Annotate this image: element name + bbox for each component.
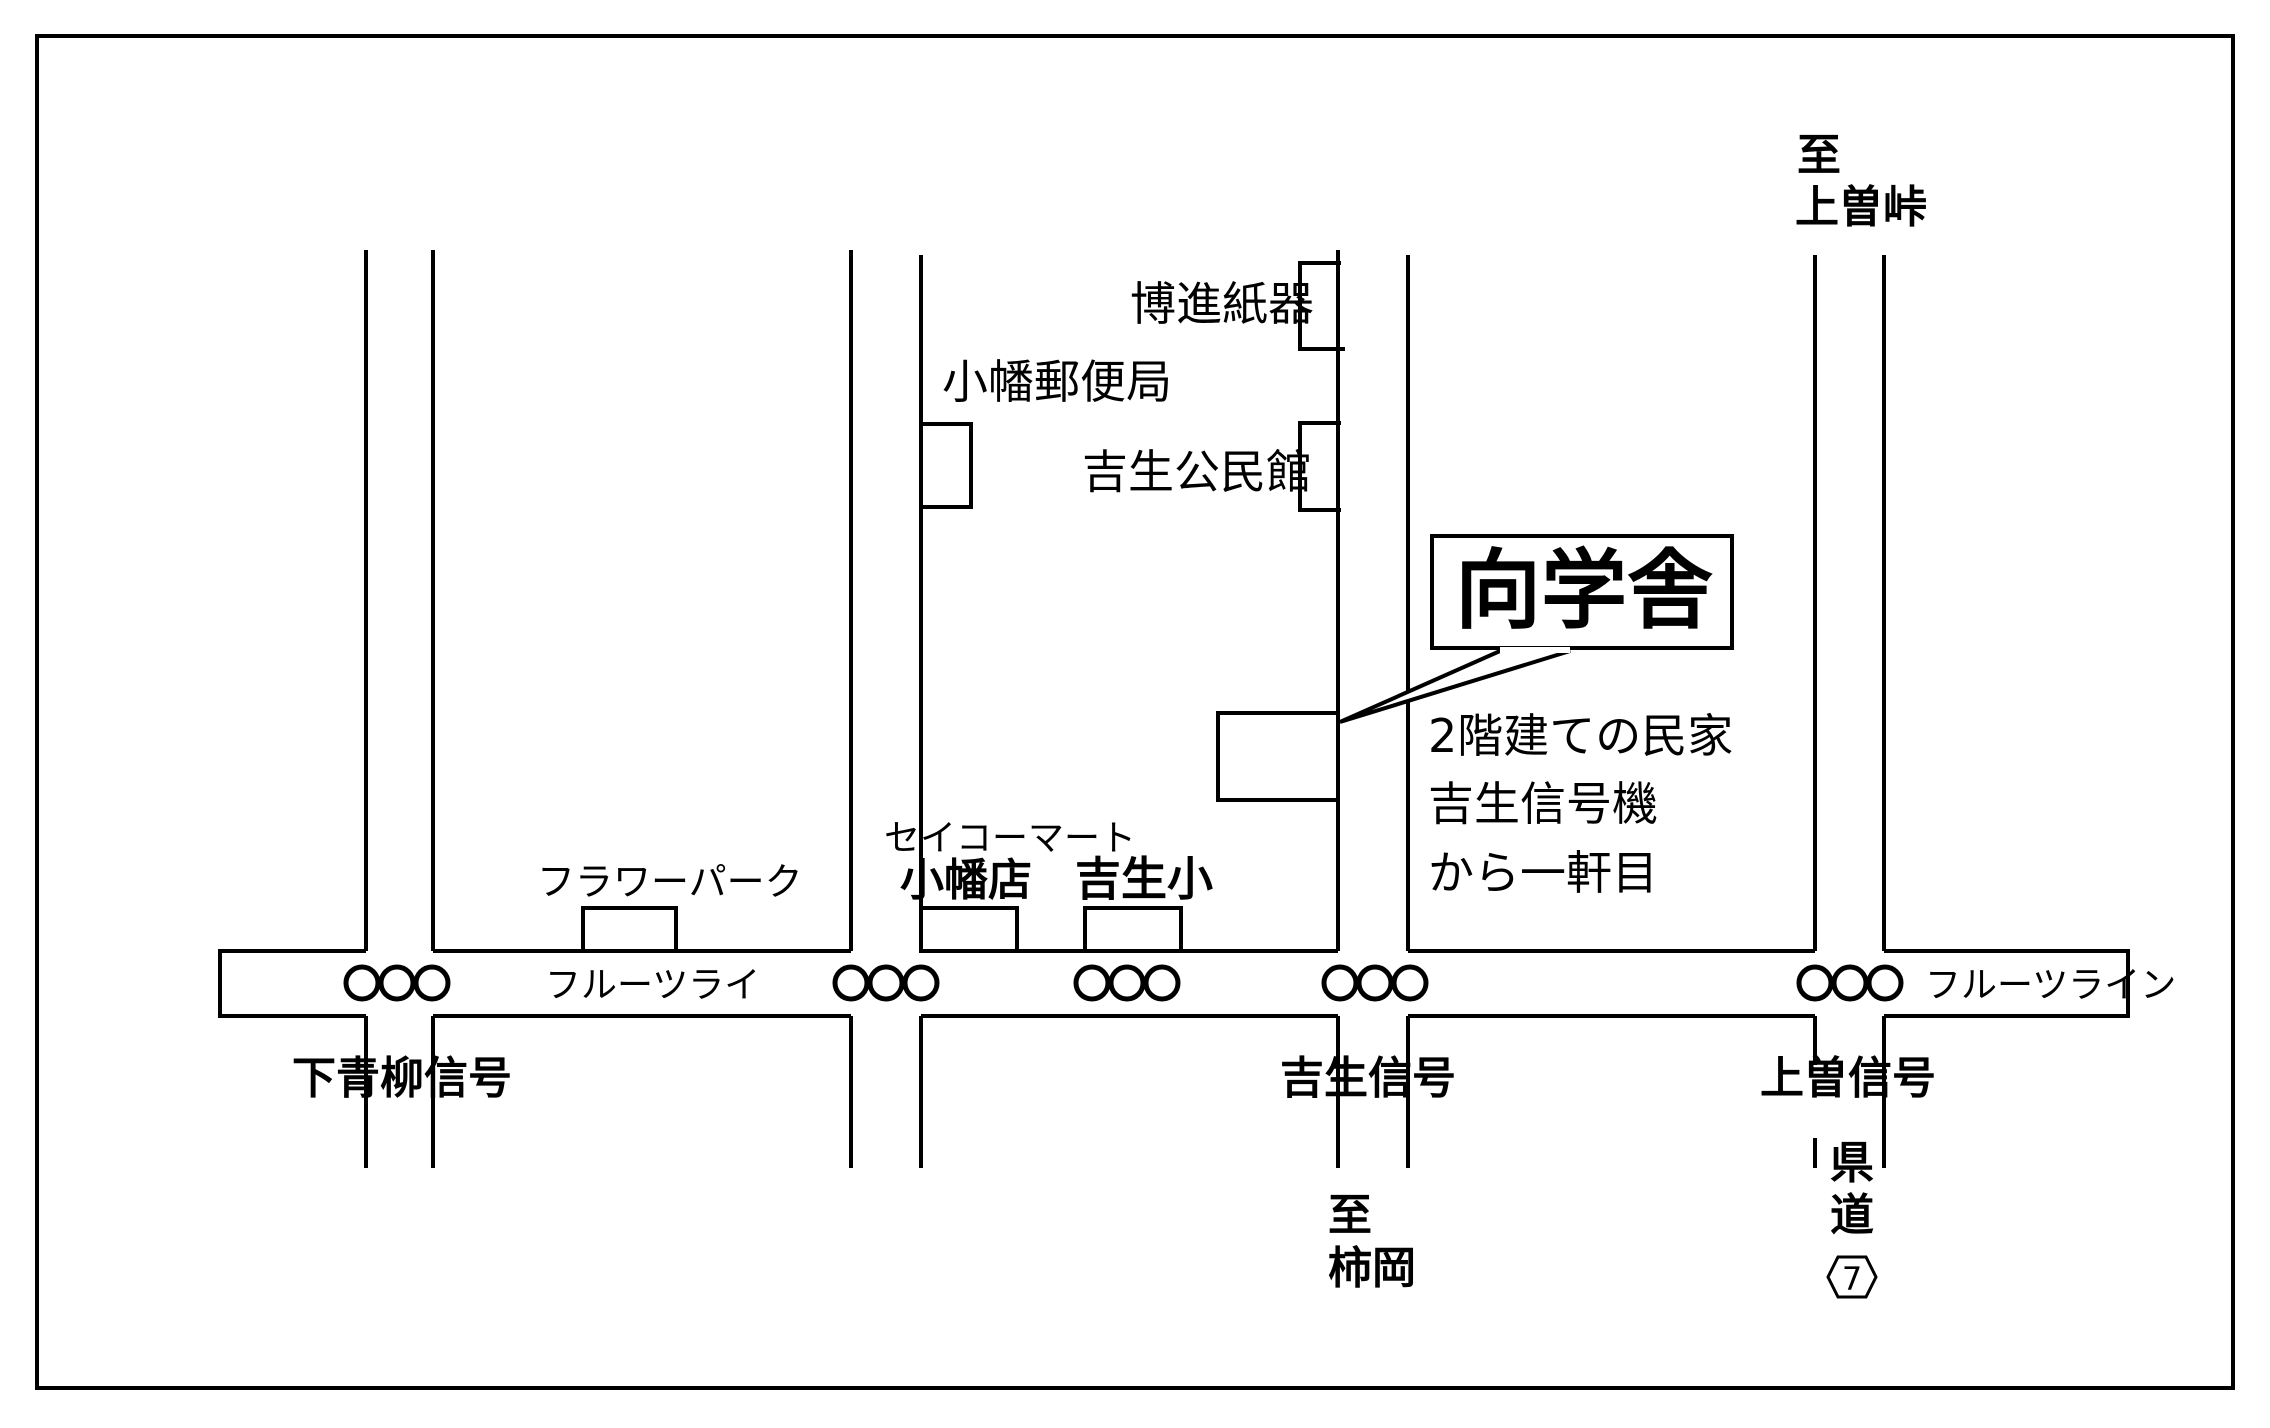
label-flower-park: フラワーパーク bbox=[537, 860, 803, 904]
vertical-roads bbox=[364, 250, 1886, 1168]
label-seicomart-2: 小幡店 bbox=[900, 855, 1032, 906]
label-route-2: 道 bbox=[1830, 1190, 1874, 1241]
label-seicomart-1: セイコーマート bbox=[884, 818, 1136, 859]
destination-house bbox=[1216, 711, 1340, 802]
route-number: 7 bbox=[1842, 1260, 1862, 1298]
signal-kamiso bbox=[1796, 964, 1904, 1002]
flower-park-building bbox=[581, 906, 678, 953]
map-frame bbox=[35, 34, 2235, 1390]
description-line-3: から一軒目 bbox=[1428, 846, 1658, 900]
title-box bbox=[1430, 534, 1734, 650]
label-road-right: フルーツライン bbox=[1925, 965, 2176, 1006]
school-building bbox=[1083, 906, 1183, 953]
label-south-place: 柿岡 bbox=[1328, 1243, 1416, 1294]
label-community-hall: 吉生公民館 bbox=[1082, 445, 1312, 499]
label-south-to: 至 bbox=[1328, 1190, 1372, 1241]
description-line-2: 吉生信号機 bbox=[1428, 777, 1658, 831]
buildings bbox=[581, 261, 1345, 953]
signal-yoshiu bbox=[1321, 964, 1429, 1002]
label-signal-shimoaoyagi: 下青柳信号 bbox=[292, 1053, 512, 1104]
community-hall-building bbox=[1298, 421, 1341, 512]
label-road-left: フルーツライ bbox=[545, 965, 760, 1006]
label-school: 吉生小 bbox=[1075, 852, 1213, 906]
post-office-building bbox=[919, 422, 973, 509]
signal-shimoaoyagi bbox=[343, 964, 451, 1002]
signal-school bbox=[1073, 964, 1181, 1002]
destination-callout bbox=[1339, 534, 1734, 724]
traffic-signals bbox=[343, 964, 1904, 1002]
signal-seicomart bbox=[832, 964, 940, 1002]
seicomart-building bbox=[919, 906, 1019, 953]
hakushin-building bbox=[1298, 261, 1345, 351]
label-signal-yoshiu: 吉生信号 bbox=[1280, 1053, 1456, 1104]
label-hakushin: 博進紙器 bbox=[1130, 277, 1314, 331]
label-post-office: 小幡郵便局 bbox=[942, 355, 1172, 409]
label-north-to: 至 bbox=[1797, 130, 1841, 181]
label-route-1: 県 bbox=[1830, 1138, 1874, 1189]
description-line-1: 2階建ての民家 bbox=[1428, 709, 1733, 763]
route-shield-icon bbox=[1826, 1255, 1878, 1299]
label-north-place: 上曽峠 bbox=[1795, 182, 1927, 233]
destination-title: 向学舎 bbox=[1455, 541, 1713, 641]
label-signal-kamiso: 上曽信号 bbox=[1760, 1053, 1936, 1104]
